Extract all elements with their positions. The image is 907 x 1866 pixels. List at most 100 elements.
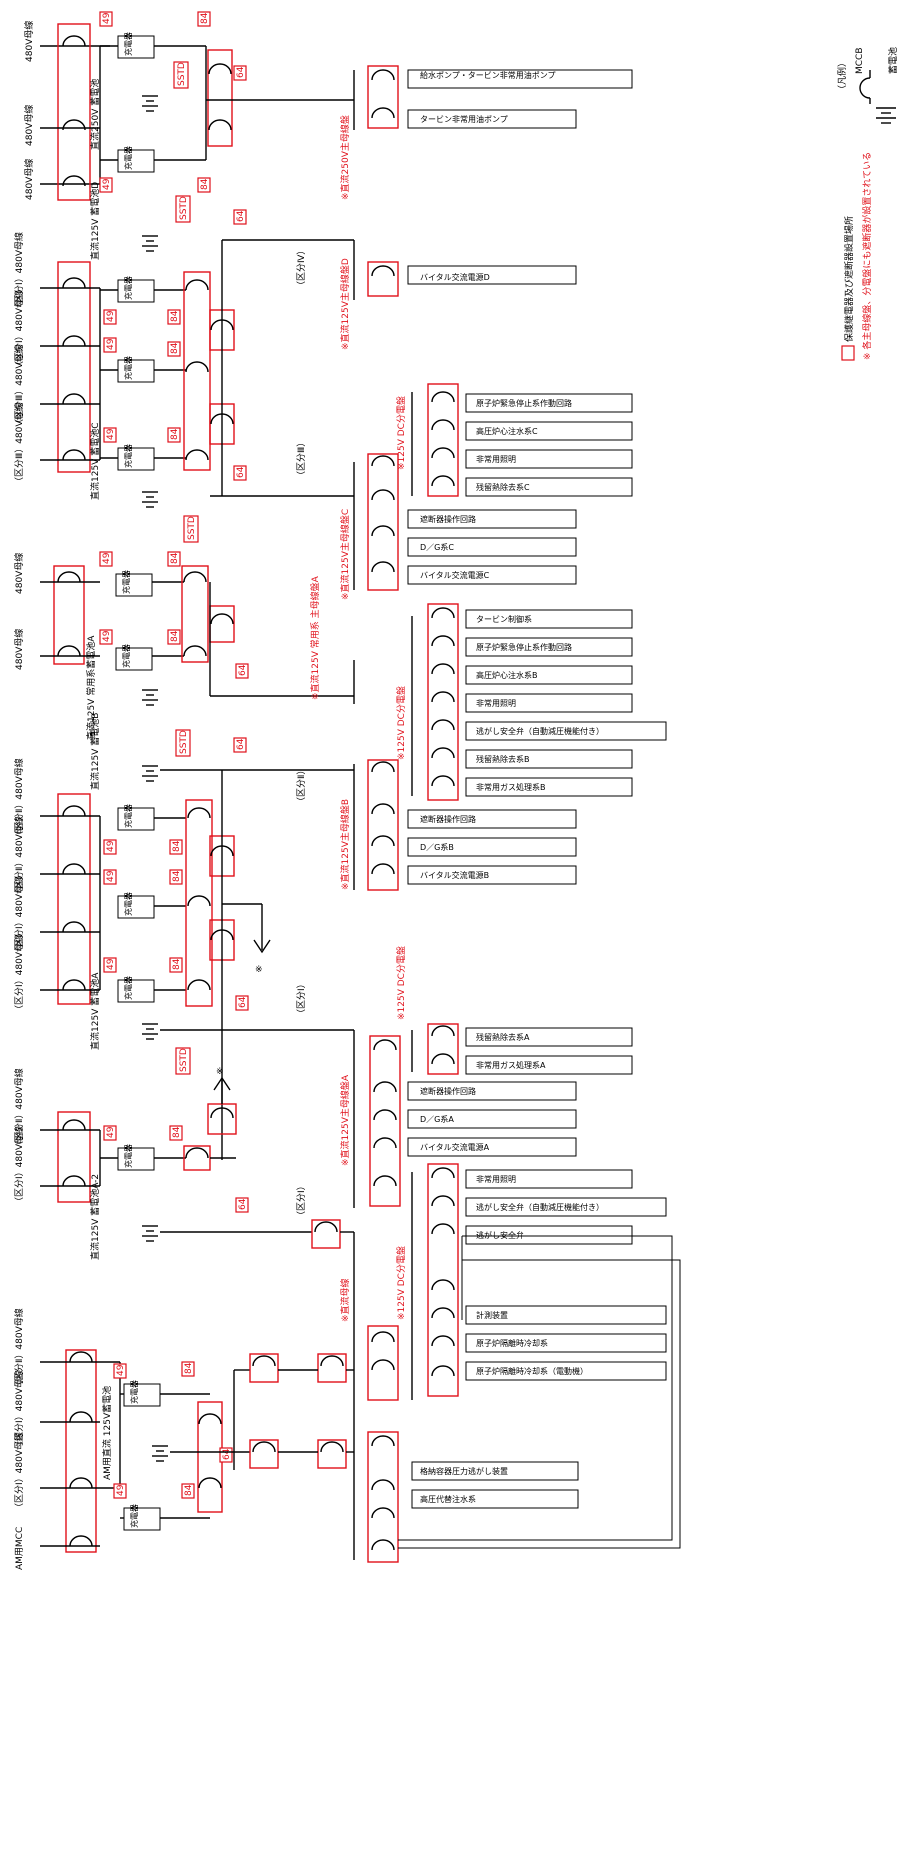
svg-text:64: 64 <box>236 66 246 78</box>
load-label: 非常用ガス処理系A <box>476 1060 546 1070</box>
svg-text:（区分Ⅱ）: （区分Ⅱ） <box>296 766 307 806</box>
svg-text:充電器: 充電器 <box>129 1380 139 1404</box>
svg-text:SSTD: SSTD <box>177 62 187 86</box>
svg-text:84: 84 <box>170 552 180 564</box>
svg-text:49: 49 <box>102 178 112 190</box>
svg-text:64: 64 <box>238 664 248 676</box>
charger <box>117 149 155 173</box>
load-label: 高圧炉心注水系C <box>476 426 538 436</box>
battery-label: 直流250V 蓄電池 <box>89 79 101 150</box>
svg-text:（区分Ⅳ）: （区分Ⅳ） <box>296 246 307 290</box>
svg-text:（区分Ⅰ）480V母線: （区分Ⅰ）480V母線 <box>13 876 25 956</box>
svg-text:84: 84 <box>172 958 182 970</box>
svg-text:64: 64 <box>238 1198 248 1210</box>
svg-text:84: 84 <box>172 840 182 852</box>
svg-text:SSTD: SSTD <box>179 1048 189 1072</box>
load-label: バイタル交流電源C <box>420 570 490 580</box>
svg-text:SSTD: SSTD <box>179 730 189 754</box>
svg-text:84: 84 <box>170 310 180 322</box>
svg-text:（区分Ⅲ）480V母線: （区分Ⅲ）480V母線 <box>13 344 25 428</box>
legend-mccb-label: MCCB <box>855 47 865 74</box>
svg-text:84: 84 <box>184 1484 194 1496</box>
main-bus-label: ※直流125V主母線盤D <box>339 258 351 350</box>
section-dc125-a-normal: 充電器 充電器 49 49 84 84 64 直流125V 常用系蓄電池A ※直… <box>13 551 355 740</box>
svg-text:480V母線: 480V母線 <box>13 553 25 594</box>
svg-text:（区分Ⅲ）480V母線: （区分Ⅲ）480V母線 <box>13 402 25 486</box>
load-label: バイタル交流電源A <box>420 1142 490 1152</box>
svg-text:49: 49 <box>102 630 112 642</box>
load-label: バイタル交流電源B <box>420 870 489 880</box>
svg-text:84: 84 <box>170 428 180 440</box>
legend-note: ※ 各主母線盤、分電盤にも遮断器が設置されている <box>861 152 873 360</box>
battery-label: 直流125V 蓄電池A-2 <box>89 1174 101 1260</box>
svg-text:（区分Ⅰ）480V母線: （区分Ⅰ）480V母線 <box>13 934 25 1014</box>
load-label: 高圧代替注水系 <box>420 1494 476 1504</box>
svg-text:（区分Ⅰ）: （区分Ⅰ） <box>296 979 307 1018</box>
svg-text:充電器: 充電器 <box>123 32 133 56</box>
svg-text:（区分Ⅱ）480V母線: （区分Ⅱ）480V母線 <box>13 758 25 840</box>
svg-text:充電器: 充電器 <box>123 892 133 916</box>
section-dc250: 充電器 充電器 49 49 84 84 SSTD 直流250V 蓄電池 64 給… <box>23 11 633 201</box>
main-bus-label: ※直流250V主母線盤 <box>339 115 351 200</box>
svg-text:充電器: 充電器 <box>123 444 133 468</box>
battery-label: 直流125V 常用系蓄電池A <box>85 635 97 740</box>
svg-text:49: 49 <box>116 1364 126 1376</box>
svg-text:84: 84 <box>184 1362 194 1374</box>
svg-text:64: 64 <box>236 738 246 750</box>
svg-text:64: 64 <box>236 210 246 222</box>
svg-text:充電器: 充電器 <box>123 1144 133 1168</box>
load-label: 残留熱除去系A <box>476 1032 530 1042</box>
note-marker: ※ <box>216 1067 224 1077</box>
svg-text:84: 84 <box>200 12 210 24</box>
svg-text:64: 64 <box>236 466 246 478</box>
legend: （凡例） MCCB 蓄電池 保護継電器及び遮断器設置場所 ※ 各主母線盤、分電盤… <box>836 47 899 361</box>
battery-label: 直流125V 蓄電池C <box>89 423 101 500</box>
load-label: 原子炉緊急停止系作動回路 <box>476 398 572 408</box>
load-label: 高圧炉心注水系B <box>476 670 538 680</box>
load-label: 遮断器操作回路 <box>420 514 476 524</box>
load-label: 非常用照明 <box>476 698 516 708</box>
svg-text:49: 49 <box>106 1126 116 1138</box>
svg-text:充電器: 充電器 <box>123 976 133 1000</box>
svg-text:64: 64 <box>222 1448 232 1460</box>
svg-text:（区分Ⅰ）480V母線: （区分Ⅰ）480V母線 <box>13 1126 25 1206</box>
load-label: D／G系A <box>420 1114 454 1124</box>
battery-label: AM用直流 125V蓄電池 <box>101 1386 113 1480</box>
legend-battery-icon <box>876 107 896 124</box>
svg-text:480V母線: 480V母線 <box>23 159 35 200</box>
load-label: バイタル交流電源D <box>420 272 490 282</box>
svg-text:49: 49 <box>106 310 116 322</box>
svg-text:AM用MCC: AM用MCC <box>14 1527 25 1570</box>
charger <box>117 35 155 59</box>
load-label: 非常用照明 <box>476 454 516 464</box>
svg-text:SSTD: SSTD <box>179 196 189 220</box>
svg-text:（区分Ⅲ）: （区分Ⅲ） <box>296 438 307 480</box>
svg-text:84: 84 <box>200 178 210 190</box>
load-label: 残留熱除去系C <box>476 482 530 492</box>
battery-label: 直流125V 蓄電池B <box>89 713 101 790</box>
legend-battery-label: 蓄電池 <box>887 47 899 74</box>
section-dc125-b: SSTD 64 直流125V 蓄電池B 充電器 充電器 充電器 49 49 49… <box>13 603 667 1030</box>
load-label: 逃がし安全弁（自動減圧機能付き） <box>476 726 604 736</box>
legend-title: （凡例） <box>836 58 848 94</box>
main-bus-label: ※直流125V主母線盤C <box>339 509 351 600</box>
load-label: 計測装置 <box>476 1310 508 1320</box>
legend-protection-box-icon <box>841 345 855 361</box>
load-label: 遮断器操作回路 <box>420 814 476 824</box>
main-bus-label: ※直流125V 常用系 主母線盤A <box>309 575 321 700</box>
svg-text:（区分Ⅱ）480V母線: （区分Ⅱ）480V母線 <box>13 1068 25 1150</box>
note-marker: ※ <box>255 965 263 975</box>
dc-panel-label: ※125V DC分電盤 <box>395 396 407 470</box>
svg-text:480V母線: 480V母線 <box>23 21 35 62</box>
load-label: 逃がし安全弁（自動減圧機能付き） <box>476 1202 604 1212</box>
dc-panel-label: ※125V DC分電盤 <box>395 946 407 1020</box>
dc-panel-label: ※125V DC分電盤 <box>395 686 407 760</box>
load-label: 格納容器圧力逃がし装置 <box>420 1466 508 1476</box>
svg-text:（区分Ⅰ）480V母線: （区分Ⅰ）480V母線 <box>13 1432 25 1512</box>
svg-text:49: 49 <box>106 338 116 350</box>
load-label: 遮断器操作回路 <box>420 1086 476 1096</box>
svg-text:充電器: 充電器 <box>123 804 133 828</box>
svg-text:（区分Ⅰ）480V母線: （区分Ⅰ）480V母線 <box>13 290 25 370</box>
svg-text:（区分Ⅰ）480V母線: （区分Ⅰ）480V母線 <box>13 1370 25 1450</box>
